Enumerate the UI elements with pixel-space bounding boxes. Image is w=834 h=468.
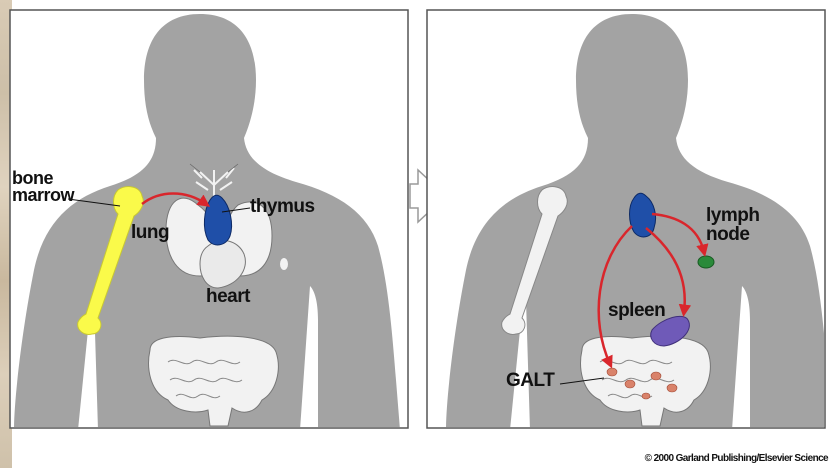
- left-panel: [10, 10, 408, 430]
- spleen-label: spleen: [608, 300, 665, 322]
- thymus-label: thymus: [250, 196, 315, 218]
- lymph-node-label-line2: node: [706, 225, 759, 244]
- right-panel: [427, 10, 830, 430]
- galt-label: GALT: [506, 370, 554, 392]
- heart-label: heart: [206, 286, 250, 308]
- lung-label: lung: [131, 222, 169, 244]
- bone-marrow-label: bone marrow: [12, 170, 74, 204]
- lymph-node-label-line1: lymph: [706, 206, 759, 225]
- left-appendix-mark: [280, 258, 288, 270]
- copyright-credit: © 2000 Garland Publishing/Elsevier Scien…: [645, 453, 828, 464]
- lymph-node-label: lymph node: [706, 206, 759, 244]
- bone-marrow-label-line2: marrow: [12, 187, 74, 204]
- lymph-node: [698, 256, 714, 268]
